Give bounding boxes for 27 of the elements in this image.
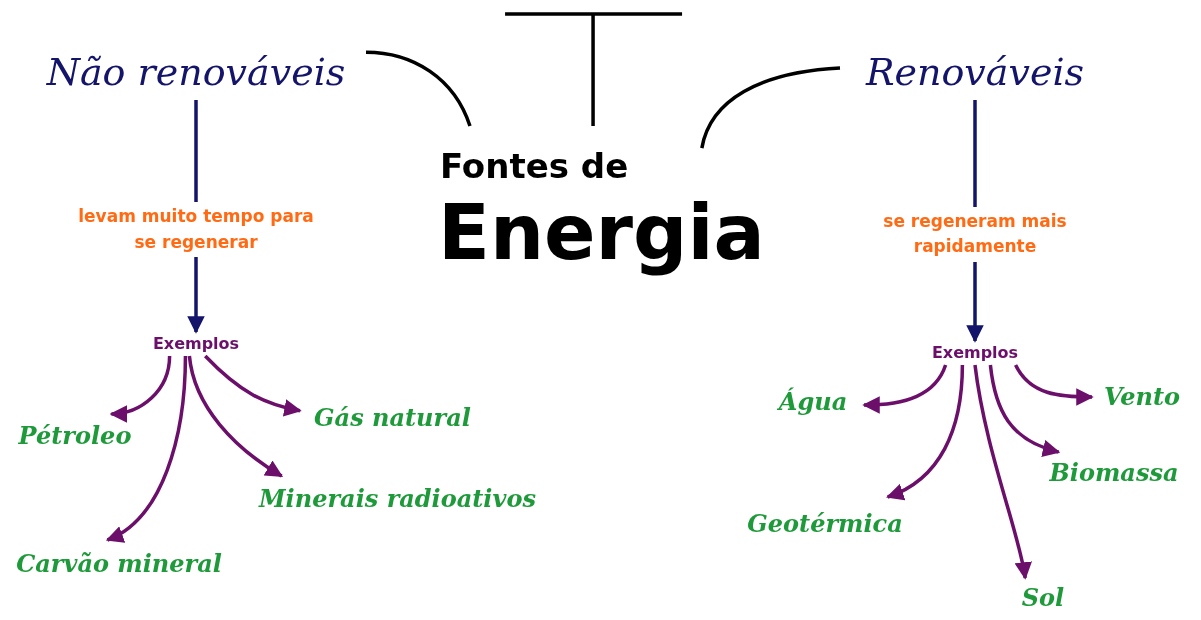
heading-text: Não renováveis bbox=[46, 51, 346, 94]
example-text: Gás natural bbox=[314, 404, 471, 432]
subheading-text: Exemplos bbox=[152, 335, 240, 353]
arrow bbox=[973, 364, 1032, 580]
connector-line bbox=[700, 66, 841, 149]
subheading-text: Exemplos bbox=[931, 344, 1019, 362]
example-text: Biomassa bbox=[1049, 459, 1179, 487]
arrow bbox=[109, 355, 172, 422]
title-text: Fontes de bbox=[440, 147, 629, 185]
arrow bbox=[886, 364, 965, 500]
arrow bbox=[204, 354, 302, 417]
example-text: Vento bbox=[1103, 383, 1181, 411]
example-text: Pétroleo bbox=[18, 422, 132, 450]
title-text: Energia bbox=[438, 190, 765, 275]
arrow bbox=[187, 355, 284, 478]
arrow bbox=[862, 364, 948, 414]
example-text: Água bbox=[778, 388, 848, 416]
arrow bbox=[105, 355, 188, 542]
t-connector-line bbox=[503, 12, 684, 128]
arrow bbox=[988, 364, 1061, 457]
example-text: Minerais radioativos bbox=[259, 485, 536, 513]
arrow bbox=[1014, 364, 1094, 406]
example-text: Geotérmica bbox=[747, 510, 903, 538]
connector-line bbox=[365, 50, 472, 127]
example-text: Carvão mineral bbox=[16, 550, 222, 578]
heading-text: Renováveis bbox=[865, 51, 1085, 94]
example-text: Sol bbox=[1021, 584, 1065, 612]
